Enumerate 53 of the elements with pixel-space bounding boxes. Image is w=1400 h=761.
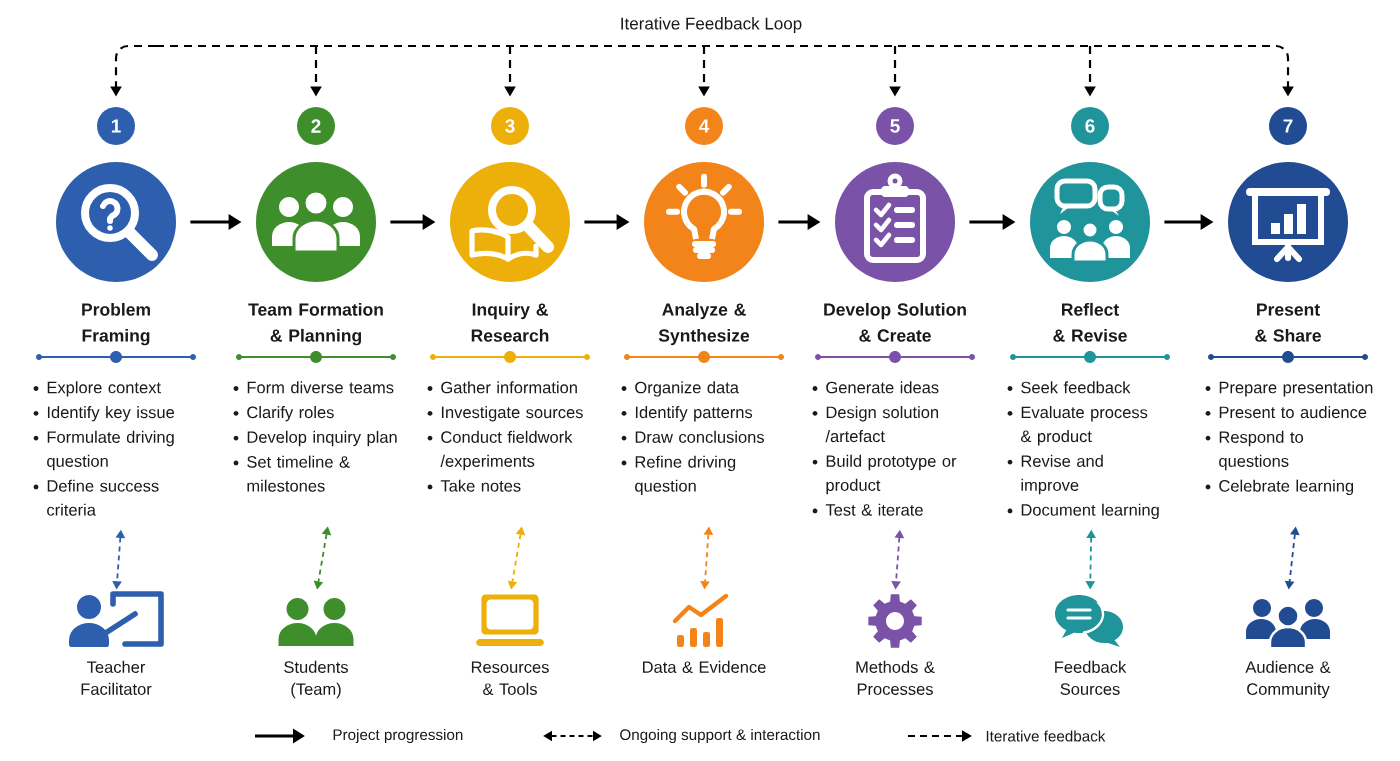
list-item: Gather information — [441, 381, 577, 394]
stage-title: Inquiry & Research — [471, 302, 549, 342]
list-item: Conduct fieldwork /experiments — [440, 430, 573, 471]
list-item: Draw conclusions — [635, 430, 764, 443]
legend-label: Iterative feedback — [986, 730, 1106, 742]
list-item: Seek feedback — [1021, 381, 1131, 394]
number-badge: 2 — [297, 107, 335, 145]
list-item: Generate ideas — [826, 381, 939, 394]
list-item: Identify key issue — [47, 406, 175, 422]
stage-title: Problem Framing — [82, 302, 150, 346]
list-item: Form diverse teams — [247, 381, 394, 394]
list-item: Define success criteria — [47, 479, 159, 516]
icon-caption: Students (Team) — [284, 660, 348, 699]
list-item: Clarify roles — [247, 406, 334, 422]
list-item: Organize data — [635, 381, 739, 397]
number-badge: 3 — [491, 107, 529, 145]
number-badge: 5 — [876, 107, 914, 145]
list-item: Celebrate learning — [1219, 479, 1354, 495]
list-item: Explore context — [47, 381, 161, 397]
list-item: Refine driving question — [635, 455, 736, 495]
icon-caption: Audience & Community — [1245, 660, 1331, 699]
list-item: Present to audience — [1219, 406, 1367, 419]
list-item: Test & iterate — [825, 503, 923, 516]
list-item: Document learning — [1021, 503, 1159, 519]
list-item: Identify patterns — [635, 406, 753, 422]
loop-label: Iterative Feedback Loop — [621, 17, 802, 33]
icon-caption: Methods & Processes — [856, 660, 935, 695]
legend-label: Project progression — [333, 728, 463, 744]
icon-caption: Feedback Sources — [1055, 660, 1127, 695]
stage-title: Analyze & Synthesize — [658, 302, 750, 346]
list-item: Set timeline & milestones — [247, 455, 350, 492]
stage-title: Develop Solution & Create — [824, 302, 966, 342]
number-badge: 6 — [1071, 107, 1109, 145]
stage-title: Reflect & Revise — [1053, 302, 1127, 342]
list-item: Prepare presentation — [1219, 381, 1373, 397]
list-item: Respond to questions — [1219, 430, 1303, 471]
number-badge: 7 — [1269, 107, 1307, 145]
stage-title: Present & Share — [1255, 303, 1321, 342]
list-item: Design solution /artefact — [825, 406, 939, 443]
list-item: Build prototype or product — [826, 454, 957, 495]
number-badge: 4 — [685, 107, 723, 145]
list-item: Formulate driving question — [47, 430, 174, 471]
icon-caption: Teacher Facilitator — [81, 660, 152, 695]
list-item: Take notes — [440, 479, 521, 492]
list-item: Develop inquiry plan — [247, 430, 397, 447]
legend-label: Ongoing support & interaction — [620, 728, 820, 744]
list-item: Revise and improve — [1021, 454, 1103, 495]
icon-caption: Resources & Tools — [471, 661, 549, 695]
stage-title: Team Formation & Planning — [248, 302, 383, 346]
list-item: Investigate sources — [441, 406, 583, 422]
icon-caption: Data & Evidence — [643, 660, 766, 673]
list-item: Evaluate process & product — [1021, 406, 1148, 446]
number-badge: 1 — [97, 107, 135, 145]
